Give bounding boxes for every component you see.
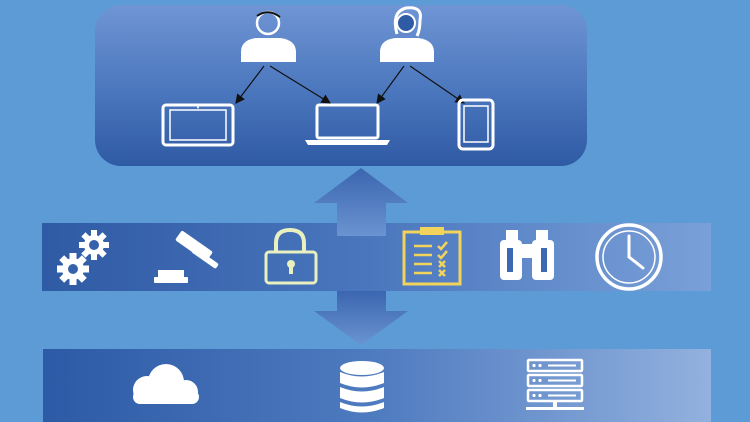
connector-female-smartphone — [409, 65, 465, 104]
checklist-clipboard-icon — [402, 227, 462, 286]
gavel-icon — [154, 230, 219, 283]
smartphone-icon — [457, 98, 495, 151]
female-user-icon — [380, 6, 434, 62]
connector-male-tablet — [235, 65, 265, 104]
cloud-icon — [133, 364, 199, 404]
database-icon — [340, 361, 384, 413]
server-icon — [526, 358, 584, 410]
connector-female-laptop — [376, 65, 405, 104]
padlock-icon — [264, 227, 318, 285]
clock-icon — [595, 223, 663, 291]
connector-male-laptop — [269, 65, 332, 104]
up-arrow — [314, 168, 408, 236]
tablet-icon — [161, 103, 235, 147]
laptop-icon — [305, 103, 390, 145]
male-user-icon — [241, 10, 296, 62]
down-arrow — [314, 291, 408, 345]
gears-icon — [57, 230, 109, 285]
connection-lines — [235, 65, 465, 104]
binoculars-icon — [500, 230, 554, 280]
